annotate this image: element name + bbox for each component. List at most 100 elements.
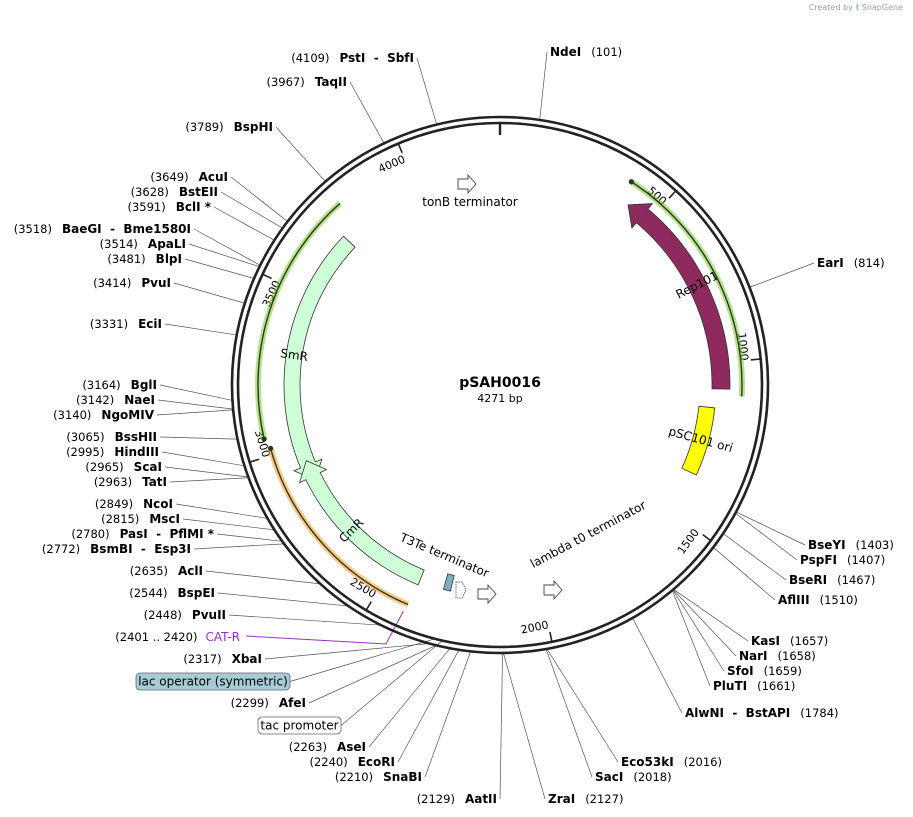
ruler-tick (702, 534, 712, 542)
site-leader (230, 176, 288, 222)
terminator-small-arrow-icon (455, 581, 467, 599)
site-leader (397, 649, 460, 763)
site-pvuii: (2448) PvuII (144, 608, 226, 622)
primer-green-right (630, 181, 743, 397)
lac-operator-box (135, 672, 291, 691)
site-bsshii: (3065)BssHII (66, 430, 157, 444)
site-position: (814) (854, 256, 885, 270)
ruler-tick (365, 601, 372, 611)
site-position: (2965) (85, 460, 123, 474)
site-name: PasI - PflMI * (120, 527, 215, 541)
site-position: (3414) (93, 276, 131, 290)
site-name: ApaLI (148, 237, 186, 251)
site-bsteii: (3628)BstEII (131, 185, 218, 199)
site-leader (188, 243, 260, 268)
site-position: (3140) (53, 408, 91, 422)
site-position: (2780) (71, 527, 109, 541)
site-leader (539, 51, 548, 120)
site-pluti: PluTI(1661) (713, 679, 795, 693)
site-name: AclI (178, 564, 203, 578)
site-name: AseI (337, 740, 366, 754)
site-name: PspFI (800, 553, 837, 567)
site-leader (213, 206, 275, 241)
site-sfoi: SfoI(1659) (727, 664, 802, 678)
site-position: (1658) (778, 649, 816, 663)
feature-label-smr: SmR (279, 346, 308, 364)
plasmid-name: pSAH0016 (459, 375, 541, 391)
site-leader (275, 126, 326, 182)
site-name: EciI (138, 317, 162, 331)
lac-operator-label: lac operator (symmetric) (138, 675, 288, 689)
site-position: (1657) (790, 634, 828, 648)
site-name: AatII (465, 792, 497, 806)
site-eari: EarI(814) (817, 256, 885, 270)
site-afei: (2299) AfeI (231, 696, 306, 710)
terminator-arrow-icon (543, 579, 563, 601)
snapgene-logo-icon: ⌇ (855, 3, 860, 12)
site-name: NcoI (143, 497, 173, 511)
site-position: (1510) (820, 593, 858, 607)
site-leader (308, 644, 437, 704)
site-leader (672, 589, 725, 672)
site-position: (2127) (585, 792, 623, 806)
site-leader (503, 652, 546, 800)
ruler-tick (249, 458, 260, 463)
site-position: (2448) (144, 608, 182, 622)
site-position: (2299) (231, 696, 269, 710)
site-leader (499, 652, 503, 800)
site-position: (3065) (66, 430, 104, 444)
terminator-arrow-icon (457, 173, 477, 195)
tac-promoter-box (257, 716, 342, 735)
site-position: (1661) (757, 679, 795, 693)
site-alwni-bstapi: AlwNI - BstAPI(1784) (685, 706, 839, 720)
site-name: Eco53kI (621, 755, 674, 769)
site-leader (193, 228, 261, 266)
site-ncoi: (2849)NcoI (95, 497, 173, 511)
site-psti-sbfi: (4109)PstI - SbfI (291, 51, 414, 65)
site-apali: (3514)ApaLI (100, 237, 186, 251)
site-xbai: (2317)XbaI (183, 652, 262, 666)
feature-rep101 (627, 203, 731, 390)
site-afliii: AflIII(1510) (778, 593, 858, 607)
site-leader (672, 589, 737, 657)
site-position: (2016) (684, 755, 722, 769)
site-bsphi: (3789)BspHI (185, 120, 273, 134)
site-leader (173, 282, 245, 304)
site-name: BspHI (234, 120, 273, 134)
site-name: EcoRI (358, 755, 395, 769)
site-leader (182, 518, 275, 531)
site-position: (3142) (76, 393, 114, 407)
site-name: PvuII (192, 608, 226, 622)
site-bseyi: BseYI(1403) (808, 538, 894, 552)
site-leader (164, 466, 249, 478)
site-leader (749, 262, 815, 288)
site-leader (159, 436, 238, 440)
site-leader (673, 589, 749, 642)
site-leader (546, 648, 619, 763)
site-position: (3591) (127, 200, 165, 214)
site-leader (368, 648, 451, 748)
site-position: (3481) (107, 252, 145, 266)
tac-promoter-label: tac promoter (260, 719, 338, 733)
site-leader (632, 617, 683, 714)
site-position: (101) (591, 45, 622, 59)
site-name: NarI (739, 649, 768, 663)
primer-orange-arrowhead (267, 445, 274, 451)
site-position: (3649) (150, 170, 188, 184)
site-leader (545, 648, 593, 778)
site-name: ZraI (548, 792, 575, 806)
site-position: (2018) (633, 770, 671, 784)
site-name: BglI (131, 378, 157, 392)
site-name: AlwNI - BstAPI (685, 706, 790, 720)
site-position: (2635) (130, 564, 168, 578)
site-name: PstI - SbfI (339, 51, 414, 65)
site-tati: (2963)TatI (94, 475, 167, 489)
site-leader (157, 399, 234, 410)
site-bcli: (3591)BclI * (127, 200, 211, 214)
backbone-outer-ring (230, 115, 770, 655)
site-leader (217, 592, 349, 607)
site-name: AfeI (279, 696, 306, 710)
site-position: (2544) (129, 586, 167, 600)
site-acli: (2635) AclI (130, 564, 203, 578)
site-taqii: (3967)TaqII (266, 75, 347, 89)
